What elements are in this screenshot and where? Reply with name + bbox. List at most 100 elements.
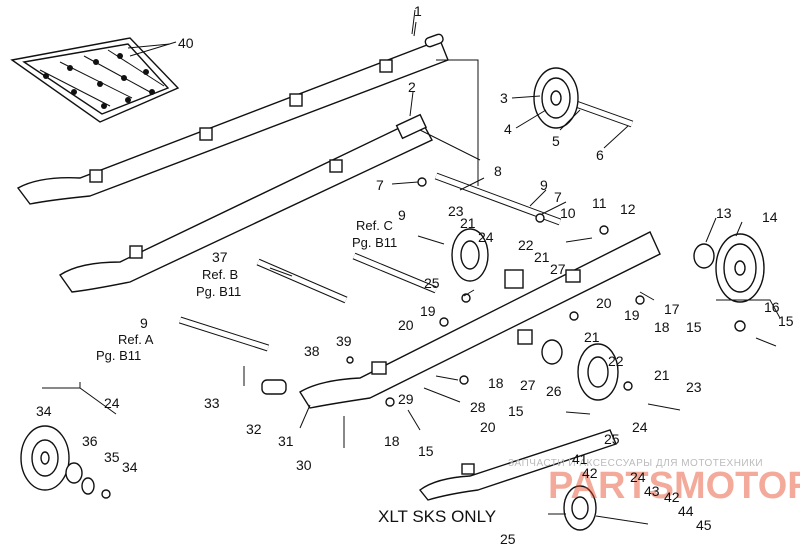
callout-23b: 23 bbox=[686, 379, 702, 395]
callout-19a: 19 bbox=[624, 307, 640, 323]
callout-28: 28 bbox=[470, 399, 486, 415]
wheel-14 bbox=[715, 233, 765, 303]
callout-18a: 18 bbox=[654, 319, 670, 335]
callout-17: 17 bbox=[664, 301, 680, 317]
callout-22a: 22 bbox=[518, 237, 534, 253]
callout-43: 43 bbox=[644, 483, 660, 499]
callout-20a: 20 bbox=[596, 295, 612, 311]
callout-3: 3 bbox=[500, 90, 508, 106]
callout-21d: 21 bbox=[654, 367, 670, 383]
callout-24d: 24 bbox=[630, 469, 646, 485]
callout-21a: 21 bbox=[460, 215, 476, 231]
callout-21c: 21 bbox=[584, 329, 600, 345]
callout-21b: 21 bbox=[534, 249, 550, 265]
callout-15c: 15 bbox=[508, 403, 524, 419]
callout-42b: 42 bbox=[664, 489, 680, 505]
callout-25c: 25 bbox=[500, 531, 516, 545]
spacer-13 bbox=[693, 243, 715, 269]
rail-1 bbox=[16, 9, 449, 205]
ref-a: Ref. A bbox=[118, 332, 154, 347]
callout-25b: 25 bbox=[604, 431, 620, 447]
callout-32: 32 bbox=[246, 421, 262, 437]
xlt-footnote: XLT SKS ONLY bbox=[378, 507, 496, 526]
callout-34a: 34 bbox=[36, 403, 52, 419]
ref-c: Ref. C bbox=[356, 218, 393, 233]
callout-18c: 18 bbox=[384, 433, 400, 449]
callout-27a: 27 bbox=[550, 261, 566, 277]
callout-15a: 15 bbox=[686, 319, 702, 335]
callout-18b: 18 bbox=[488, 375, 504, 391]
watermark-text: ЗАПЧАСТИ И АКСЕССУАРЫ ДЛЯ МОТОТЕХНИКИ bbox=[508, 458, 763, 469]
slide-plate-40 bbox=[10, 37, 180, 123]
callout-41: 41 bbox=[572, 451, 588, 467]
callout-2: 2 bbox=[408, 79, 416, 95]
callout-29: 29 bbox=[398, 391, 414, 407]
callout-9c: 9 bbox=[140, 315, 148, 331]
callout-6: 6 bbox=[596, 147, 604, 163]
callout-26: 26 bbox=[546, 383, 562, 399]
rail-20-xlt bbox=[419, 429, 617, 501]
wheel-34 bbox=[20, 425, 70, 491]
callout-45: 45 bbox=[696, 517, 712, 533]
callout-12: 12 bbox=[620, 201, 636, 217]
ref-b-page: Pg. B11 bbox=[196, 284, 241, 299]
bracket-lines bbox=[42, 59, 781, 415]
callout-7b: 7 bbox=[554, 189, 562, 205]
callout-23a: 23 bbox=[448, 203, 464, 219]
callout-16: 16 bbox=[764, 299, 780, 315]
callout-22b: 22 bbox=[608, 353, 624, 369]
callout-31: 31 bbox=[278, 433, 294, 449]
callout-30: 30 bbox=[296, 457, 312, 473]
callout-9b: 9 bbox=[398, 207, 406, 223]
callouts: 1 40 2 3 4 5 6 8 7 9 7 11 10 12 13 14 9 … bbox=[36, 3, 794, 545]
leader-lines bbox=[127, 21, 743, 301]
wheel-24-lower bbox=[577, 343, 619, 401]
callout-1: 1 bbox=[414, 3, 422, 19]
callout-25a: 25 bbox=[424, 275, 440, 291]
rail-31 bbox=[299, 231, 661, 429]
callout-4: 4 bbox=[504, 121, 512, 137]
callout-13: 13 bbox=[716, 205, 732, 221]
ref-a-page: Pg. B11 bbox=[96, 348, 141, 363]
ring-35 bbox=[81, 477, 95, 495]
callout-20b: 20 bbox=[398, 317, 414, 333]
callout-15d: 15 bbox=[418, 443, 434, 459]
ref-c-page: Pg. B11 bbox=[352, 235, 397, 250]
callout-19b: 19 bbox=[420, 303, 436, 319]
callout-7a: 7 bbox=[376, 177, 384, 193]
callout-39: 39 bbox=[336, 333, 352, 349]
callout-36: 36 bbox=[82, 433, 98, 449]
callout-35: 35 bbox=[104, 449, 120, 465]
callout-9a: 9 bbox=[540, 177, 548, 193]
callout-24a: 24 bbox=[478, 229, 494, 245]
shaft-9 bbox=[178, 316, 270, 352]
shaft-9-upper bbox=[352, 252, 438, 294]
callout-27b: 27 bbox=[520, 377, 536, 393]
wheel-xlt bbox=[563, 485, 597, 531]
callout-42a: 42 bbox=[582, 465, 598, 481]
callout-37: 37 bbox=[212, 249, 228, 265]
hardware bbox=[101, 177, 777, 525]
wheel-26 bbox=[541, 339, 563, 365]
callout-8: 8 bbox=[494, 163, 502, 179]
rail-2 bbox=[59, 91, 433, 293]
callout-40: 40 bbox=[178, 35, 194, 51]
wheel-24-upper bbox=[451, 228, 489, 282]
callout-20c: 20 bbox=[480, 419, 496, 435]
callout-24c: 24 bbox=[104, 395, 120, 411]
callout-5: 5 bbox=[552, 133, 560, 149]
callout-44: 44 bbox=[678, 503, 694, 519]
ref-b: Ref. B bbox=[202, 267, 238, 282]
wheel-4 bbox=[533, 67, 579, 129]
callout-38: 38 bbox=[304, 343, 320, 359]
watermark-logo: PARTSMOTOR.RU bbox=[548, 465, 800, 507]
callout-15b: 15 bbox=[778, 313, 794, 329]
shaft-37 bbox=[256, 258, 348, 304]
callout-24b: 24 bbox=[632, 419, 648, 435]
bearing-36 bbox=[65, 462, 83, 484]
callout-14: 14 bbox=[762, 209, 778, 225]
callout-11: 11 bbox=[592, 195, 607, 211]
callout-33: 33 bbox=[204, 395, 220, 411]
callout-34b: 34 bbox=[122, 459, 138, 475]
